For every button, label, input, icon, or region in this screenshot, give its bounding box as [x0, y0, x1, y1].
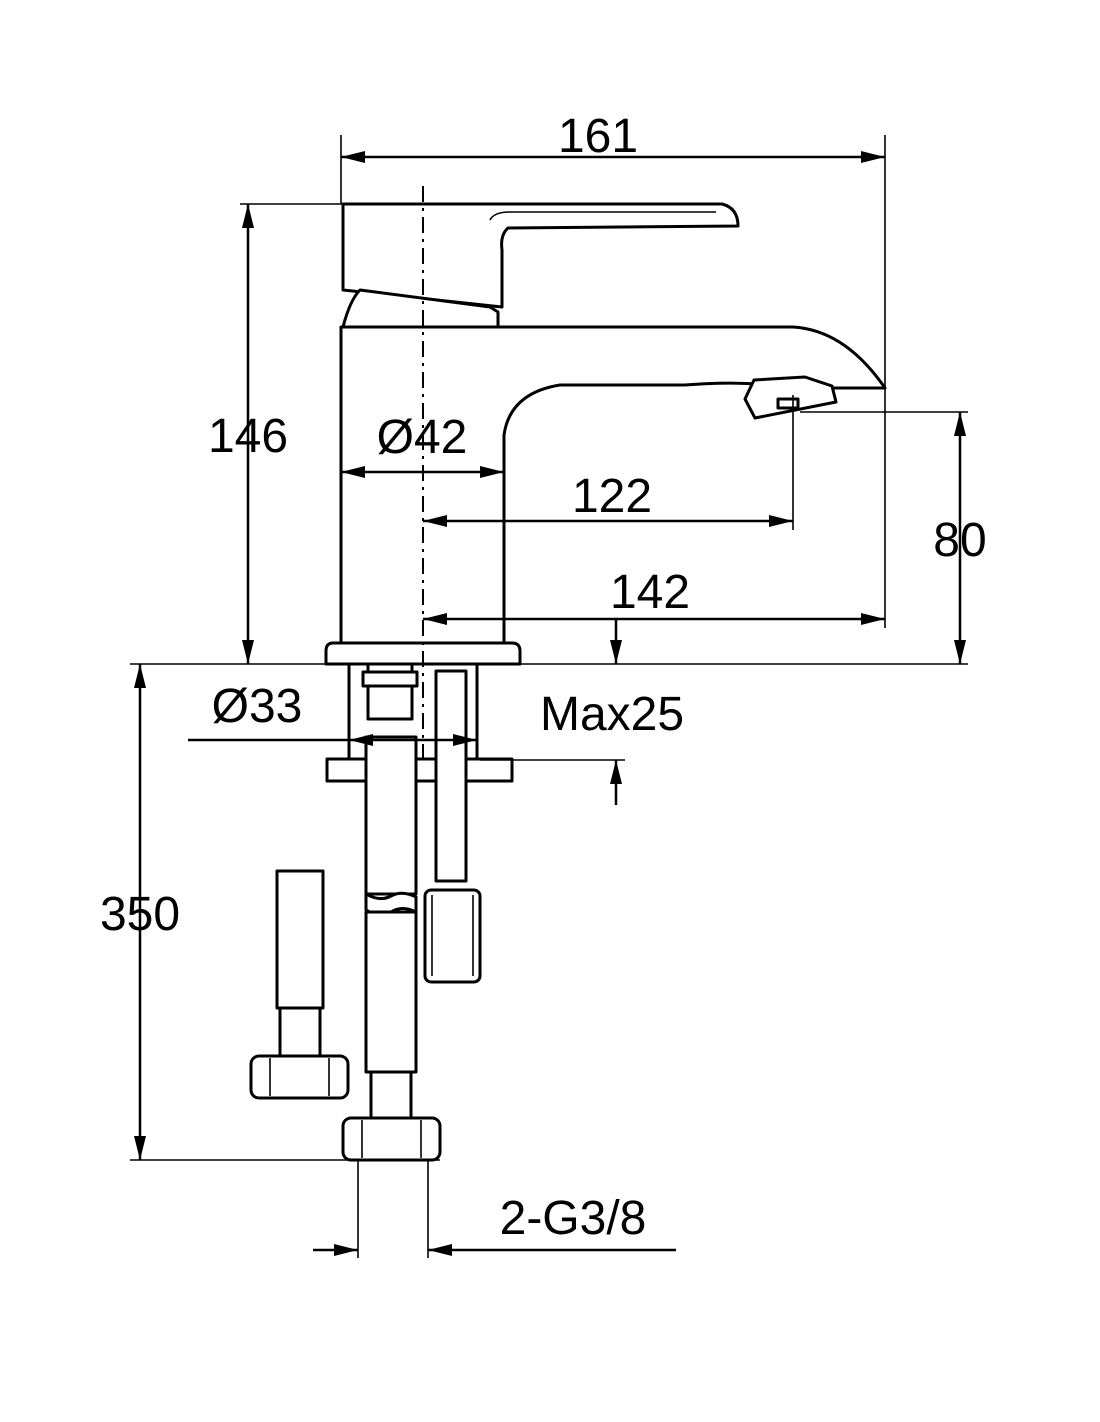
side-hose-ferrule: [278, 1006, 322, 1058]
dim-label-hose-length: 350: [100, 888, 180, 941]
dimension-labels: 161 146 Ø42 122 142 80 Ø33 Max25 350 2-G…: [100, 110, 987, 1245]
shank-connector-nut: [361, 670, 419, 688]
body-and-spout: [339, 325, 887, 645]
dim-label-shank-diameter: Ø33: [212, 680, 303, 733]
dim-label-body-diameter: Ø42: [377, 411, 468, 464]
hose-ferrule: [369, 1070, 413, 1120]
coiled-hose: [434, 669, 468, 883]
handle-collar: [341, 288, 500, 329]
dim-label-hose-thread: 2-G3/8: [500, 1192, 647, 1245]
hex-nut-main: [341, 1116, 442, 1162]
faucet-body: [324, 202, 887, 666]
fixing-plate: [325, 757, 514, 783]
dim-label-spout-height: 80: [933, 514, 986, 567]
dim-label-overall-length: 161: [558, 110, 638, 163]
lever-handle-detail: [489, 211, 716, 221]
braided-hose-lower: [364, 910, 418, 1074]
dim-label-reach-tip: 142: [610, 566, 690, 619]
lever-handle: [341, 202, 740, 309]
dimension-lines: [130, 135, 968, 1258]
coiled-hose-nut: [423, 888, 482, 984]
hex-nut-side: [249, 1054, 350, 1100]
braided-hose-upper: [364, 735, 418, 896]
mounting-parts: [249, 662, 514, 1162]
dim-label-overall-height: 146: [208, 410, 288, 463]
aerator-slot: [776, 397, 800, 410]
side-braided-hose: [275, 869, 325, 1010]
dim-label-reach-aerator: 122: [572, 470, 652, 523]
dim-label-max-thickness: Max25: [540, 688, 684, 741]
